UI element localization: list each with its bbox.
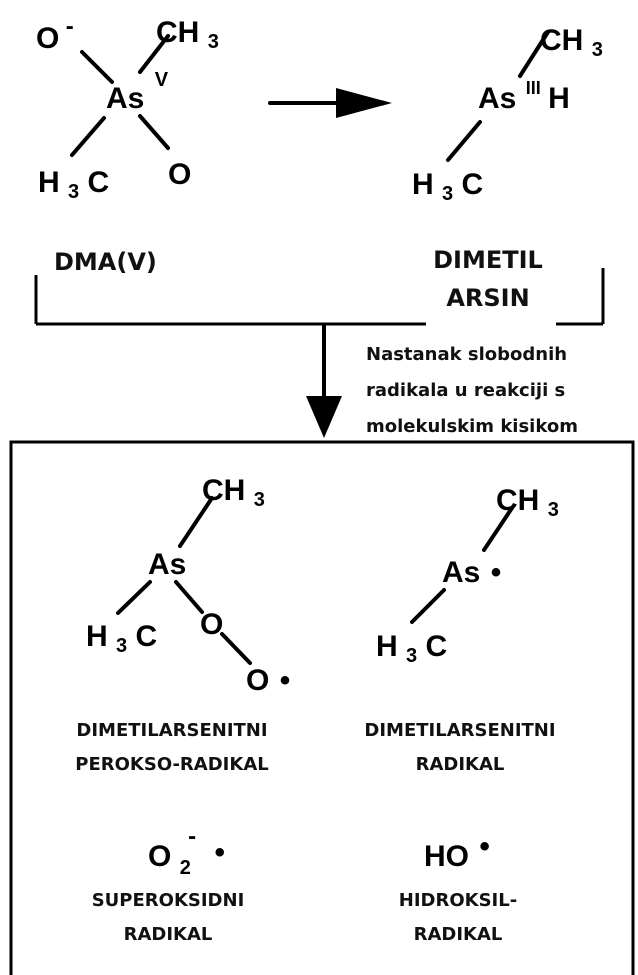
sub-3: 3 — [548, 499, 559, 521]
hydroxyl-name-line2: RADIKAL — [414, 924, 503, 945]
sub-3: 3 — [254, 489, 265, 511]
peroxo-name-line1: DIMETILARSENITNI — [76, 720, 267, 741]
group-ch: CH — [156, 16, 199, 49]
reactant-dma-v-structure: O - CH 3 As V H 3 C O — [36, 13, 219, 205]
product-as-h: As III H — [478, 68, 570, 115]
radical-dot: • — [280, 664, 291, 697]
process-note-line1: Nastanak slobodnih — [366, 344, 567, 365]
ox-state: III — [526, 78, 541, 98]
atom-h: H — [38, 166, 60, 199]
atom-as: As — [442, 556, 480, 589]
sub-3: 3 — [68, 181, 79, 203]
bond-as-ch3 — [178, 496, 214, 548]
sub-3: 3 — [116, 635, 127, 657]
bond-as-o — [138, 114, 170, 150]
process-note-line2: radikala u reakciji s — [366, 380, 565, 401]
hydroxyl-formula: HO • — [424, 830, 490, 873]
group-ch: CH — [540, 24, 583, 57]
radical-dot: • — [491, 556, 502, 589]
superoxide-name-line1: SUPEROKSIDNI — [92, 890, 245, 911]
sub-3: 3 — [442, 183, 453, 205]
reactant-ch3: CH 3 — [156, 16, 219, 53]
atom-as: As — [106, 82, 144, 115]
arsenite-radical-structure: CH 3 As • H 3 C — [376, 484, 559, 669]
bond-as-o — [174, 580, 204, 614]
grouping-bracket — [34, 268, 605, 326]
group-ch: CH — [496, 484, 539, 517]
hydroxyl-name-line1: HIDROKSIL- — [399, 890, 517, 911]
arsenite-name-line2: RADIKAL — [416, 754, 505, 775]
peroxo-o1: O — [200, 608, 223, 641]
atom-h: H — [548, 82, 570, 115]
atom-c: C — [461, 168, 483, 201]
radical-dot: • — [215, 836, 226, 869]
reactant-name: DMA(V) — [54, 248, 157, 276]
atom-c: C — [87, 166, 109, 199]
sub-3: 3 — [406, 645, 417, 667]
peroxo-radical-structure: CH 3 As H 3 C O O • — [86, 474, 290, 697]
product-ch3: CH 3 — [540, 24, 603, 61]
bond-o-o — [220, 632, 252, 665]
arsenite-name-line1: DIMETILARSENITNI — [364, 720, 555, 741]
peroxo-ch3: CH 3 — [202, 474, 265, 511]
atom-o: O — [148, 840, 171, 873]
peroxo-o2-radical: O • — [246, 664, 290, 697]
peroxo-name-line2: PEROKSO-RADIKAL — [75, 754, 268, 775]
peroxo-as: As — [148, 548, 186, 581]
bond-as-ch3 — [518, 30, 550, 78]
down-arrow-head — [306, 396, 342, 438]
reactant-as: As V — [106, 69, 169, 115]
atom-o: O — [246, 664, 269, 697]
radical-dot: • — [479, 830, 490, 863]
atom-c: C — [425, 630, 447, 663]
bond-o-as — [80, 50, 114, 84]
sub-2: 2 — [180, 857, 191, 879]
bond-h3c-as — [446, 120, 482, 162]
atom-o: O — [36, 22, 59, 55]
reactant-o: O — [168, 158, 191, 191]
arsenite-h3c: H 3 C — [376, 630, 447, 669]
bond-h3c-as — [410, 588, 446, 624]
bond-h3c-as — [116, 580, 152, 615]
atom-h: H — [412, 168, 434, 201]
reaction-arrow — [268, 88, 392, 118]
product-name-line2: ARSIN — [446, 284, 529, 312]
superoxide-formula: O 2 - • — [148, 818, 225, 881]
sub-3: 3 — [592, 39, 603, 61]
charge-minus: - — [66, 13, 74, 40]
product-name-line1: DIMETIL — [433, 246, 543, 274]
arrow-head — [336, 88, 392, 118]
atom-h: H — [376, 630, 398, 663]
atom-h: H — [86, 620, 108, 653]
bond-as-ch3 — [482, 506, 514, 552]
product-dimethylarsine-structure: CH 3 As III H H 3 C — [412, 24, 603, 207]
bond-h3c-as — [70, 116, 106, 157]
reactant-o-minus: O - — [36, 13, 74, 55]
group-ch: CH — [202, 474, 245, 507]
down-arrow — [306, 324, 342, 438]
arsenite-ch3: CH 3 — [496, 484, 559, 521]
process-note-line3: molekulskim kisikom — [366, 416, 578, 437]
group-ho: HO — [424, 840, 469, 873]
atom-as: As — [478, 82, 516, 115]
radicals-box — [9, 440, 635, 975]
reactant-h3c: H 3 C — [38, 166, 109, 205]
atom-c: C — [135, 620, 157, 653]
sub-3: 3 — [208, 31, 219, 53]
bond-as-ch3 — [138, 34, 170, 74]
arsenite-as-radical: As • — [442, 556, 501, 589]
charge-minus: - — [188, 823, 196, 850]
ox-state: V — [155, 69, 169, 91]
product-h3c: H 3 C — [412, 168, 483, 207]
superoxide-name-line2: RADIKAL — [124, 924, 213, 945]
peroxo-h3c: H 3 C — [86, 620, 157, 659]
